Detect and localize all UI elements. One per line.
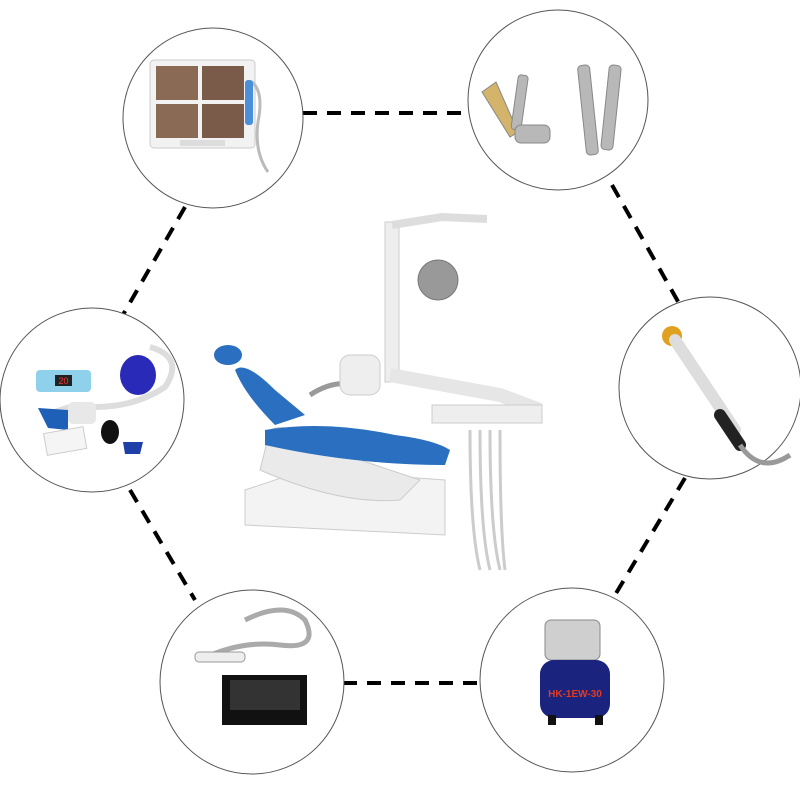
handpieces-icon bbox=[481, 64, 622, 156]
circle-whitening bbox=[0, 307, 185, 493]
connector-top-right bbox=[610, 184, 682, 306]
whitening-lamp-icon: 20 bbox=[36, 344, 176, 456]
connector-bottom-left bbox=[128, 488, 197, 602]
monitor-icon bbox=[149, 59, 270, 173]
whitening-display-value: 20 bbox=[58, 376, 68, 386]
curing-light-icon bbox=[662, 326, 792, 466]
connectors bbox=[118, 111, 687, 685]
dental-chair-icon bbox=[214, 212, 543, 571]
ultrasonic-scaler-icon bbox=[194, 607, 312, 725]
connector-bottom-right bbox=[610, 476, 687, 602]
connector-top-left bbox=[118, 206, 187, 321]
compressor-model-label: HK-1EW-30 bbox=[548, 689, 602, 700]
air-compressor-icon: HK-1EW-30 bbox=[540, 619, 610, 725]
